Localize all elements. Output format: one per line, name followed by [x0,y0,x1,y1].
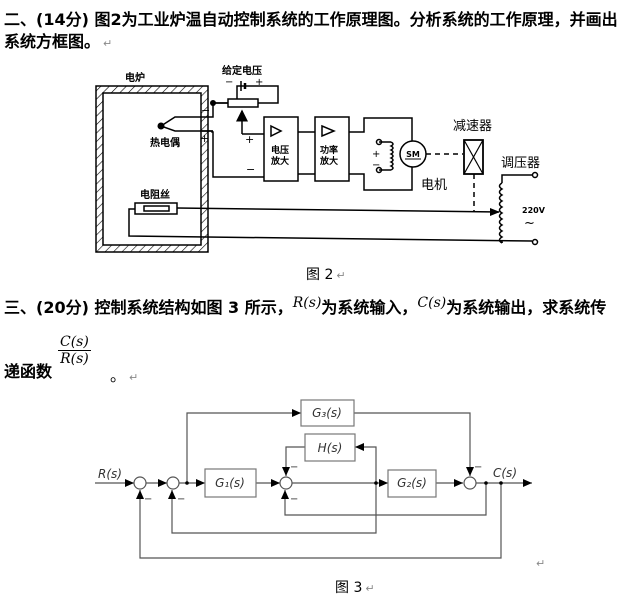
resistance-wire [134,202,178,215]
motor-symbol: SM [406,150,420,159]
ac-symbol: ~ [524,216,535,231]
voltage-amp-label-2: 放大 [270,155,289,167]
field-plus: + [372,149,380,160]
motor-label: 电机 [421,178,447,193]
thermocouple-label: 热电偶 [150,136,180,149]
reducer-label: 减速器 [453,119,492,134]
voltage-amplifier [263,116,299,182]
question3-line2-end: 。↵ [110,362,138,386]
voltage-regulator [498,171,539,246]
thermocouple-plus: + [200,132,209,145]
question3-text-prefix: 三、(20分) 控制系统结构如图 3 所示， [4,298,293,317]
transfer-function-fraction: C(s) R(s) [58,334,91,367]
question2-text-2: 系统方框图。 [4,32,101,51]
question2-text-1: 二、(14分) 图2为工业炉温自动控制系统的工作原理图。分析系统的工作原理，并画… [4,10,618,29]
fraction-numerator: C(s) [58,334,91,351]
question3-period: 。 [110,366,127,385]
power-amp-label-2: 放大 [319,155,338,167]
thermocouple [157,116,212,132]
amp-input-minus: − [246,163,255,176]
figure-2-caption-text: 图 2 [306,267,334,283]
regulator-label: 调压器 [501,156,540,171]
question3-text-mid: 为系统输入， [321,298,418,317]
amp-input-plus: + [245,133,254,146]
motor [399,140,427,168]
figure-3-caption-text: 图 3 [335,580,363,596]
paragraph-mark: ↵ [129,371,139,384]
paragraph-mark: ↵ [365,582,375,595]
paragraph-mark: ↵ [103,37,113,50]
furnace-label: 电炉 [125,71,145,84]
reducer [463,139,484,175]
thermocouple-minus: − [201,104,210,117]
resistance-wire-label: 电阻丝 [140,188,170,201]
paragraph-mark: ↵ [336,269,346,282]
question3-text-suffix: 为系统输出，求系统传 [446,298,607,317]
setpoint-minus: − [225,77,233,88]
question3-line1: 三、(20分) 控制系统结构如图 3 所示，R(s)为系统输入，C(s)为系统输… [4,294,606,318]
output-symbol: C(s) [417,295,447,311]
question3-text-line2: 递函数 [4,362,53,381]
question2-line2: 系统方框图。↵ [4,28,112,52]
furnace [95,85,209,253]
supply-voltage: 220V [522,206,546,215]
field-winding [375,138,394,174]
question3-line2: 递函数 [4,358,52,382]
field-minus: − [372,160,380,171]
figure-3-caption: 图 3↵ [335,577,375,597]
figure-2-caption: 图 2↵ [306,264,346,284]
voltage-amp-label-1: 电压 [271,144,289,156]
question2-line1: 二、(14分) 图2为工业炉温自动控制系统的工作原理图。分析系统的工作原理，并画… [4,6,618,30]
power-amp-label-1: 功率 [320,144,338,156]
fraction-denominator: R(s) [60,351,89,367]
power-amplifier [314,116,350,182]
input-symbol: R(s) [292,295,322,311]
setpoint-voltage-label: 给定电压 [222,64,262,77]
setpoint-plus: + [255,77,263,88]
